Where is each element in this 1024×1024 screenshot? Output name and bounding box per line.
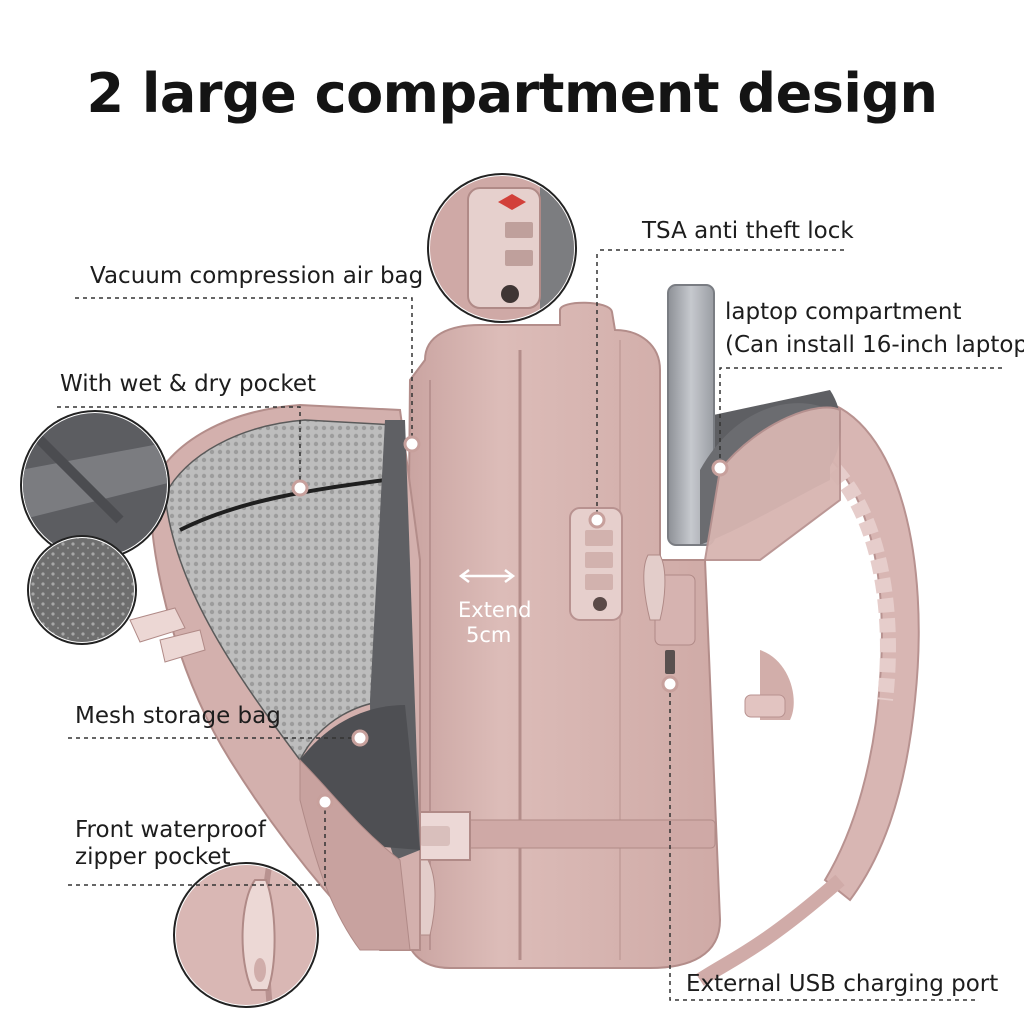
tsa-lock-closeup xyxy=(427,173,577,323)
mesh-storage-bag xyxy=(164,419,401,762)
callout-mesh: Mesh storage bag xyxy=(75,703,281,729)
callout-wet-dry: With wet & dry pocket xyxy=(60,371,317,397)
page-title: 2 large compartment design xyxy=(86,62,938,125)
shoulder-strap xyxy=(696,398,920,986)
open-front-compartment xyxy=(129,403,421,951)
mesh-zipper xyxy=(179,478,386,532)
callout-tsa-lock: TSA anti theft lock xyxy=(642,218,854,244)
callout-front-pocket-line1: Front waterproof xyxy=(75,817,266,843)
callout-usb: External USB charging port xyxy=(686,971,999,997)
extend-size-label: 5cm xyxy=(466,623,512,647)
zipper-closeup xyxy=(173,862,319,1008)
tsa-lock xyxy=(569,507,623,621)
dry-pocket-closeup xyxy=(27,535,137,645)
callout-laptop-line1: laptop compartment xyxy=(725,299,962,325)
wet-pocket-closeup xyxy=(20,410,170,560)
callout-front-pocket-line2: zipper pocket xyxy=(75,844,231,870)
callout-laptop-line2: (Can install 16-inch laptop) xyxy=(725,332,1024,358)
callout-lines xyxy=(57,249,1002,1001)
callout-markers xyxy=(291,435,729,811)
laptop-compartment xyxy=(667,284,841,561)
callout-vacuum: Vacuum compression air bag xyxy=(90,263,424,289)
extend-label: Extend xyxy=(458,596,532,624)
extend-arrow xyxy=(458,569,516,583)
